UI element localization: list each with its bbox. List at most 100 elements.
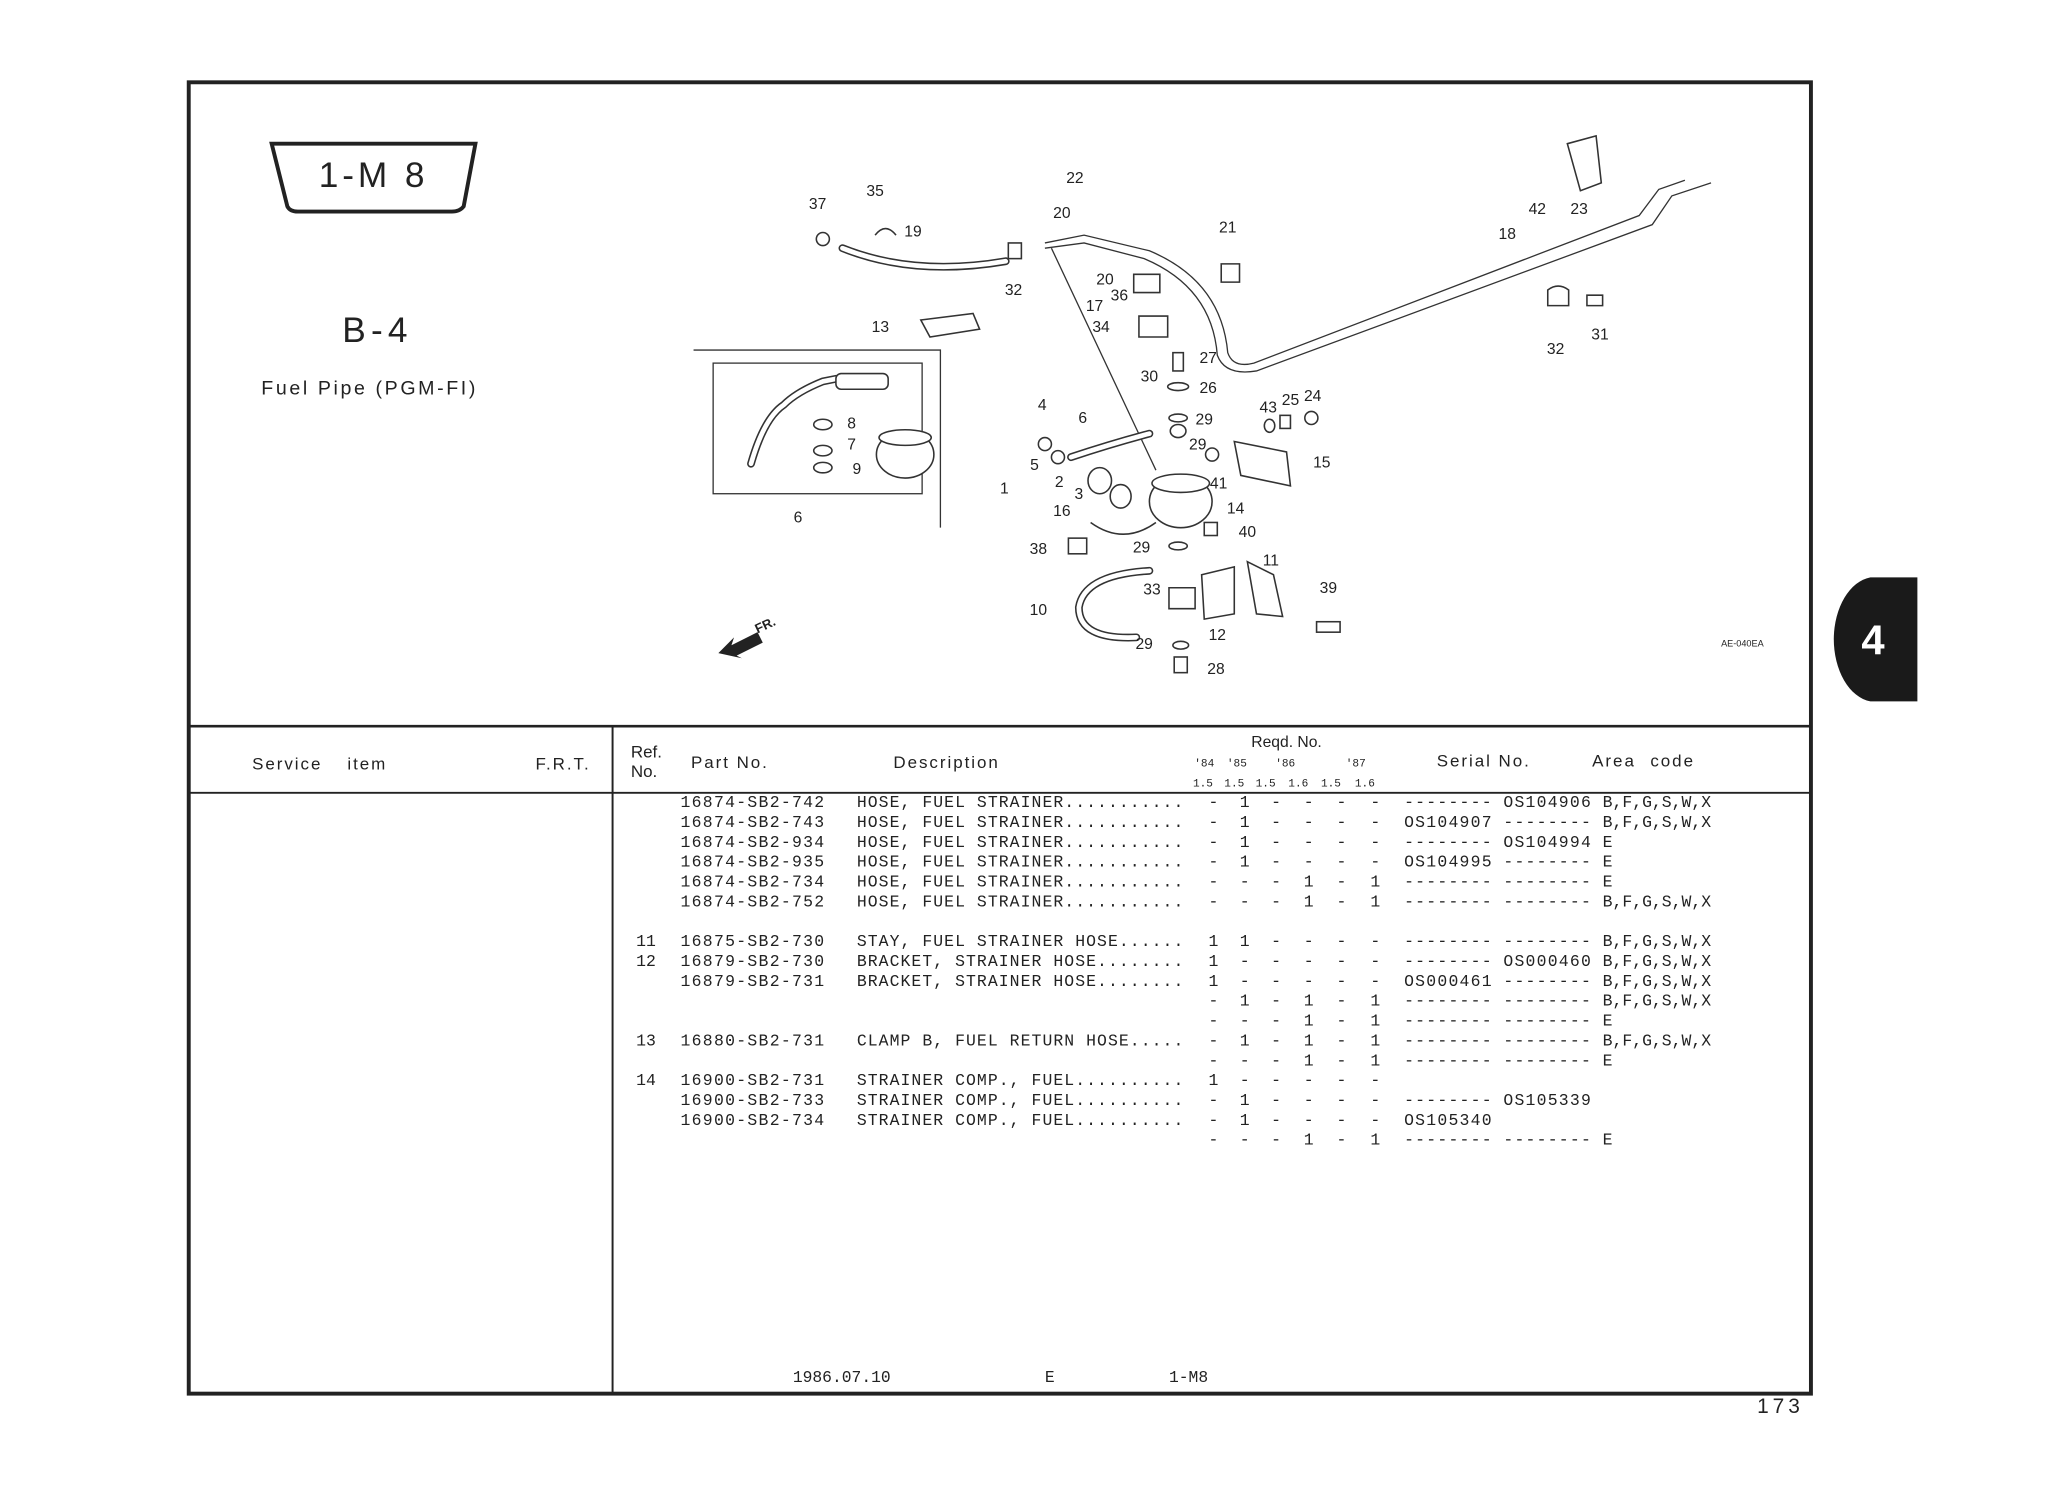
header-no: No. [631,762,657,781]
callout-number: 40 [1239,524,1257,541]
area-code: B,F,G,S,W,X [1603,992,1712,1011]
description: HOSE, FUEL STRAINER........... [857,833,1184,852]
callout-number: 23 [1570,201,1588,218]
required-qty: 1 [1370,1131,1380,1150]
required-qty: - [1336,1031,1346,1050]
required-qty: - [1304,793,1314,812]
required-qty: - [1304,1111,1314,1130]
part-number: 16900-SB2-731 [680,1071,824,1090]
serial-to: -------- [1503,892,1591,911]
serial-to: -------- [1503,1012,1591,1031]
area-code: E [1603,1051,1613,1070]
required-qty: - [1271,1071,1281,1090]
required-qty: - [1271,952,1281,971]
front-marker: FR. [752,614,777,636]
required-qty: 1 [1240,793,1250,812]
callout-number: 41 [1210,476,1227,493]
callout-number: 29 [1189,436,1206,453]
serial-from: -------- [1404,952,1492,971]
header-engine-size: 1.6 [1288,778,1308,790]
part-number: 16874-SB2-752 [680,892,824,911]
part-number: 16879-SB2-730 [680,952,824,971]
required-qty: 1 [1370,1012,1380,1031]
callout-number: 22 [1066,170,1083,187]
part-number: 16874-SB2-934 [680,833,824,852]
header-service-item: Service item [252,754,387,773]
serial-from: OS104907 [1404,813,1492,832]
serial-from: -------- [1404,1091,1492,1110]
front-arrow-icon [718,632,763,659]
table-header: Service item F.R.T. Ref. No. Part No. De… [252,734,1695,790]
required-qty: - [1304,813,1314,832]
required-qty: - [1271,873,1281,892]
required-qty: - [1370,833,1380,852]
required-qty: 1 [1240,1031,1250,1050]
header-area-code: Area code [1592,752,1695,771]
required-qty: - [1208,813,1218,832]
required-qty: 1 [1240,853,1250,872]
header-engine-size: 1.5 [1224,778,1244,790]
required-qty: - [1304,853,1314,872]
serial-from: -------- [1404,1031,1492,1050]
required-qty: - [1240,1051,1250,1070]
section-badge: 1-M 8 [269,141,478,214]
required-qty: - [1208,873,1218,892]
required-qty: - [1370,813,1380,832]
description: STAY, FUEL STRAINER HOSE...... [857,932,1184,951]
callout-number: 8 [847,415,856,432]
required-qty: - [1336,1091,1346,1110]
table-row: ---1-1----------------E [1208,1051,1612,1070]
callout-number: 14 [1227,500,1245,517]
callout-number: 34 [1092,319,1110,336]
required-qty: - [1240,873,1250,892]
required-qty: 1 [1240,833,1250,852]
part-number: 16874-SB2-743 [680,813,824,832]
required-qty: - [1370,853,1380,872]
required-qty: - [1240,1012,1250,1031]
required-qty: - [1370,1071,1380,1090]
callout-number: 29 [1196,412,1213,429]
callout-number: 9 [852,461,861,478]
serial-from: -------- [1404,1051,1492,1070]
required-qty: - [1304,972,1314,991]
serial-to: -------- [1503,932,1591,951]
callout-number: 29 [1133,540,1150,557]
description: HOSE, FUEL STRAINER........... [857,853,1184,872]
required-qty: - [1271,892,1281,911]
required-qty: - [1370,952,1380,971]
serial-from: -------- [1404,873,1492,892]
callout-number: 20 [1096,272,1114,289]
header-description: Description [893,753,999,772]
page-title: Fuel Pipe (PGM-FI) [261,377,478,399]
description: STRAINER COMP., FUEL.......... [857,1111,1184,1130]
callout-number: 32 [1547,341,1564,358]
callout-number: 30 [1141,368,1159,385]
area-code: E [1603,833,1613,852]
required-qty: - [1240,972,1250,991]
required-qty: - [1271,833,1281,852]
required-qty: - [1271,1111,1281,1130]
header-engine-size: 1.5 [1256,778,1276,790]
callout-number: 24 [1304,388,1322,405]
required-qty: - [1336,1131,1346,1150]
serial-to: -------- [1503,813,1591,832]
callout-number: 37 [809,196,826,213]
required-qty: - [1370,972,1380,991]
description: HOSE, FUEL STRAINER........... [857,813,1184,832]
required-qty: - [1304,932,1314,951]
required-qty: 1 [1240,932,1250,951]
required-qty: - [1336,853,1346,872]
required-qty: - [1304,1071,1314,1090]
callout-number: 18 [1499,226,1517,243]
required-qty: - [1208,1031,1218,1050]
table-row: ---1-1----------------E [1208,1131,1612,1150]
callout-number: 25 [1282,392,1300,409]
section-tab[interactable]: 4 [1833,577,1918,702]
required-qty: - [1271,992,1281,1011]
required-qty: - [1208,992,1218,1011]
ref-no: 12 [636,952,656,971]
